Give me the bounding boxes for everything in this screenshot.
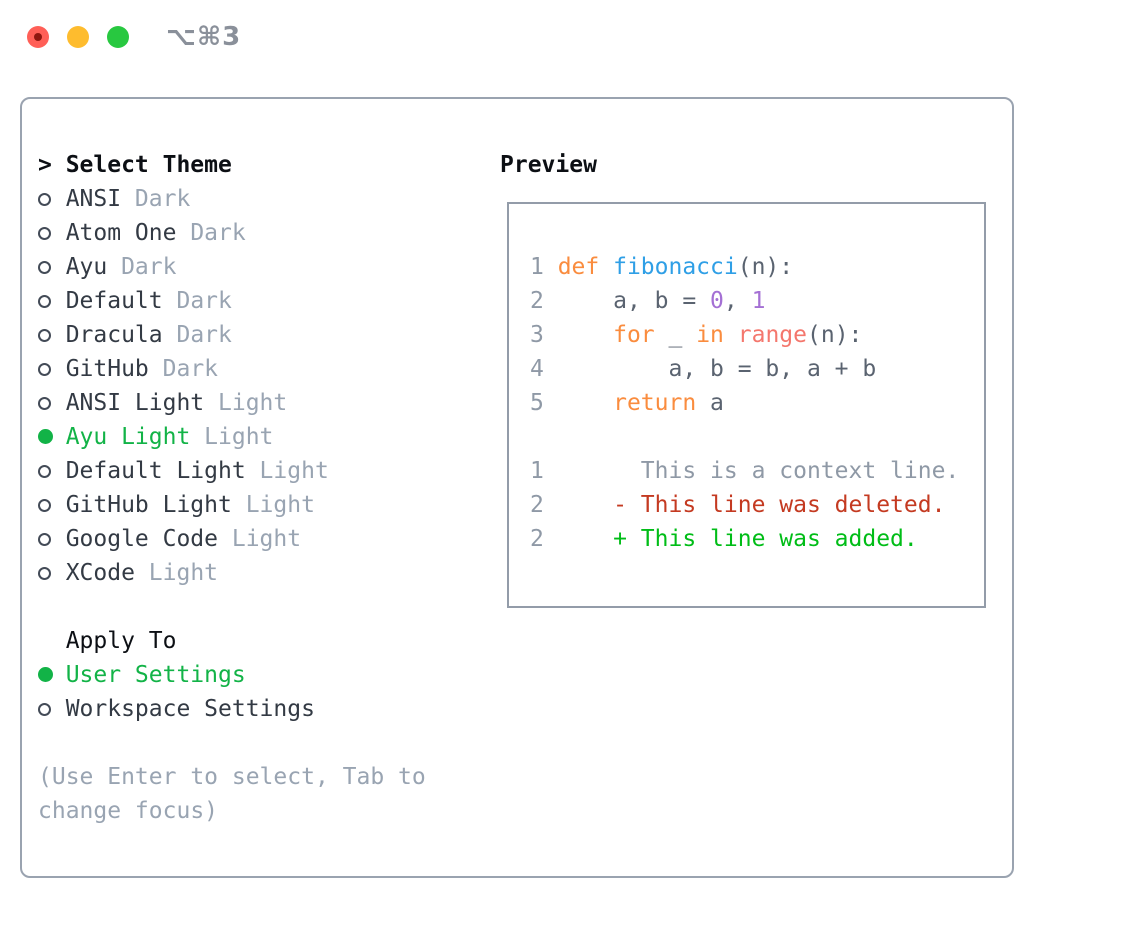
- marker-cell: [38, 556, 66, 590]
- radio-icon: [38, 363, 51, 376]
- close-button[interactable]: [27, 26, 49, 48]
- option-label: GitHub: [65, 356, 149, 382]
- code-line: 1 def fibonacci(n):: [530, 254, 794, 280]
- preview-box: 1 def fibonacci(n): 2 a, b = 0, 1 3 for _ …: [507, 202, 986, 608]
- option-label: Dracula: [65, 322, 163, 348]
- option-variant-label: Dark: [176, 220, 246, 246]
- marker-cell: [38, 420, 66, 454]
- preview-code: 1 def fibonacci(n): 2 a, b = 0, 1 3 for _ …: [530, 250, 959, 556]
- theme-option-github-dark[interactable]: GitHub Dark: [38, 352, 488, 386]
- marker-cell: [38, 692, 66, 726]
- radio-icon: [38, 227, 51, 240]
- marker-cell: [38, 454, 66, 488]
- option-label: ANSI: [65, 186, 122, 212]
- marker-cell: [38, 318, 66, 352]
- theme-option-default-light-light[interactable]: Default Light Light: [38, 454, 488, 488]
- code-line: 3 for _ in range(n):: [530, 322, 863, 348]
- code-line: 5 return a: [530, 390, 724, 416]
- option-variant-label: Dark: [162, 322, 232, 348]
- radio-selected-icon: [38, 429, 53, 444]
- marker-cell: [38, 386, 66, 420]
- radio-icon: [38, 703, 51, 716]
- radio-icon: [38, 397, 51, 410]
- option-label: Google Code: [65, 526, 219, 552]
- option-variant-label: Light: [190, 424, 274, 450]
- option-variant-label: Light: [245, 458, 329, 484]
- option-label: Default Light: [65, 458, 246, 484]
- preview-header-label: Preview: [500, 152, 597, 178]
- option-label: Atom One: [65, 220, 177, 246]
- code-line: 2 a, b = 0, 1: [530, 288, 766, 314]
- window-titlebar: ⌥⌘3: [0, 0, 1140, 74]
- help-text: (Use Enter to select, Tab to change focu…: [38, 764, 426, 824]
- marker-cell: [38, 250, 66, 284]
- radio-icon: [38, 465, 51, 478]
- option-variant-label: Light: [134, 560, 219, 586]
- spacer: [38, 726, 488, 760]
- option-variant-label: Dark: [107, 254, 177, 280]
- marker-cell: [38, 216, 66, 250]
- marker-cell: [38, 182, 66, 216]
- theme-option-atom-one-dark[interactable]: Atom One Dark: [38, 216, 488, 250]
- option-label: Default: [65, 288, 163, 314]
- keyboard-shortcut-label: ⌥⌘3: [166, 22, 242, 52]
- option-variant-label: Light: [231, 492, 315, 518]
- apply-option-workspace-settings[interactable]: Workspace Settings: [38, 692, 488, 726]
- theme-option-default-dark[interactable]: Default Dark: [38, 284, 488, 318]
- theme-option-dracula-dark[interactable]: Dracula Dark: [38, 318, 488, 352]
- radio-icon: [38, 329, 51, 342]
- option-label: GitHub Light: [65, 492, 232, 518]
- option-label: Ayu Light: [65, 424, 191, 450]
- selection-arrow-icon: >: [38, 152, 52, 178]
- marker-cell: [38, 352, 66, 386]
- theme-option-ansi-dark[interactable]: ANSI Dark: [38, 182, 488, 216]
- apply-to-header: Apply To: [38, 624, 488, 658]
- close-dot-icon: [34, 33, 42, 41]
- select-theme-header: > Select Theme: [38, 148, 488, 182]
- theme-option-xcode-light[interactable]: XCode Light: [38, 556, 488, 590]
- code-line: 2 + This line was added.: [530, 526, 918, 552]
- marker-cell: [38, 488, 66, 522]
- theme-option-github-light-light[interactable]: GitHub Light Light: [38, 488, 488, 522]
- radio-icon: [38, 261, 51, 274]
- code-line: 1 This is a context line.: [530, 458, 960, 484]
- option-variant-label: Dark: [162, 288, 232, 314]
- apply-option-user-settings[interactable]: User Settings: [38, 658, 488, 692]
- code-line: [530, 420, 959, 454]
- option-variant-label: Light: [218, 526, 302, 552]
- radio-icon: [38, 295, 51, 308]
- radio-icon: [38, 193, 51, 206]
- select-theme-header-label: Select Theme: [65, 152, 232, 178]
- option-label: Ayu: [65, 254, 108, 280]
- code-line: 4 a, b = b, a + b: [530, 356, 877, 382]
- theme-option-ayu-light-light[interactable]: Ayu Light Light: [38, 420, 488, 454]
- option-label: XCode: [65, 560, 135, 586]
- radio-selected-icon: [38, 667, 53, 682]
- theme-option-ansi-light-light[interactable]: ANSI Light Light: [38, 386, 488, 420]
- marker-cell: [38, 522, 66, 556]
- option-label: User Settings: [65, 662, 246, 688]
- marker-cell: [38, 284, 66, 318]
- theme-option-google-code-light[interactable]: Google Code Light: [38, 522, 488, 556]
- apply-to-header-label: Apply To: [65, 628, 177, 654]
- spacer: [38, 590, 488, 624]
- option-variant-label: Dark: [121, 186, 191, 212]
- radio-icon: [38, 499, 51, 512]
- radio-icon: [38, 567, 51, 580]
- option-label: ANSI Light: [65, 390, 205, 416]
- option-variant-label: Light: [204, 390, 288, 416]
- minimize-button[interactable]: [67, 26, 89, 48]
- theme-option-ayu-dark[interactable]: Ayu Dark: [38, 250, 488, 284]
- code-line: 2 - This line was deleted.: [530, 492, 946, 518]
- zoom-button[interactable]: [107, 26, 129, 48]
- option-label: Workspace Settings: [65, 696, 315, 722]
- option-variant-label: Dark: [148, 356, 219, 382]
- marker-cell: [38, 658, 66, 692]
- radio-icon: [38, 533, 51, 546]
